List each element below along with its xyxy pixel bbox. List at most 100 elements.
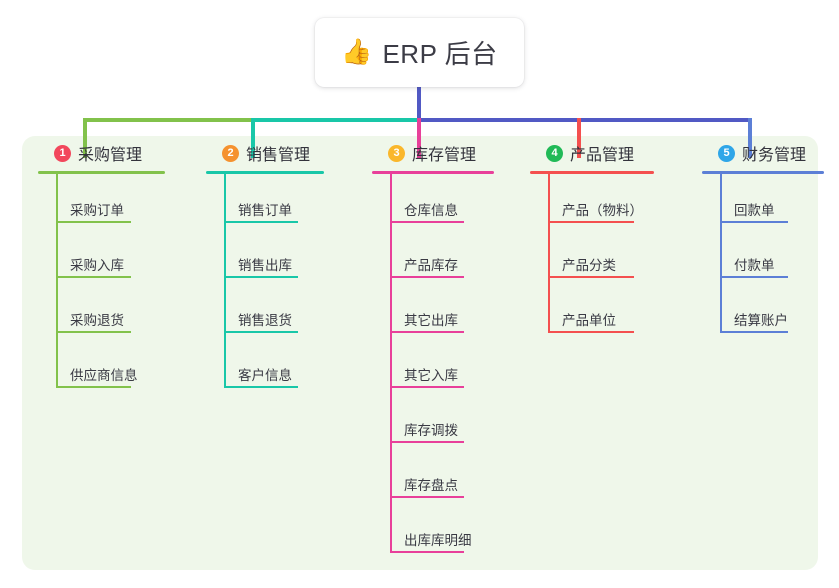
branch-item-underline [224,386,298,388]
branch-item[interactable]: 客户信息 [206,339,356,394]
branch-header[interactable]: 4 产品管理 [530,136,680,170]
branch-title: 库存管理 [412,147,477,164]
branch-item-label: 仓库信息 [404,203,458,218]
branch-item[interactable]: 产品库存 [372,229,522,284]
branch-number-badge: 2 [222,144,239,162]
branch-item-label: 客户信息 [238,368,292,383]
branch-item-label: 产品库存 [404,258,458,273]
branch-item-underline [390,496,464,498]
branch-item[interactable]: 仓库信息 [372,174,522,229]
branch-underline [38,171,165,174]
branch-title: 财务管理 [742,147,807,164]
branch-item[interactable]: 产品单位 [530,284,680,339]
root-node-title: ERP 后台 [382,39,498,69]
branch-column: 1 采购管理采购订单采购入库采购退货供应商信息 [38,136,188,394]
branch-spine [548,174,550,333]
branch-item-label: 回款单 [734,203,775,218]
branch-spine [720,174,722,333]
branch-item-label: 采购入库 [70,258,124,273]
branch-item-label: 销售出库 [238,258,292,273]
branch-item-label: 库存调拨 [404,423,458,438]
branch-header[interactable]: 1 采购管理 [38,136,188,170]
branch-item-underline [720,276,788,278]
branch-item[interactable]: 其它入库 [372,339,522,394]
branch-item[interactable]: 结算账户 [702,284,839,339]
branch-item-underline [56,331,131,333]
branch-title: 产品管理 [570,147,635,164]
branch-item[interactable]: 采购订单 [38,174,188,229]
branch-columns: 1 采购管理采购订单采购入库采购退货供应商信息 2 销售管理销售订单销售出库销售退货客… [22,136,824,570]
branch-item-underline [548,276,634,278]
branch-item-underline [390,221,464,223]
branch-item-underline [720,331,788,333]
branch-title: 销售管理 [246,147,311,164]
branch-item-list: 产品（物料） 产品分类产品单位 [530,174,680,339]
branch-item-label: 销售订单 [238,203,292,218]
branch-item[interactable]: 库存调拨 [372,394,522,449]
branch-column: 4 产品管理产品（物料） 产品分类产品单位 [530,136,680,339]
branch-item-list: 销售订单销售出库销售退货客户信息 [206,174,356,394]
branch-item-underline [224,331,298,333]
branch-item-label: 销售退货 [238,313,292,328]
branch-item[interactable]: 回款单 [702,174,839,229]
branch-item-label: 采购订单 [70,203,124,218]
branch-underline [530,171,654,174]
branch-spine [224,174,226,388]
branch-item[interactable]: 库存盘点 [372,449,522,504]
branch-item-label: 供应商信息 [70,368,138,383]
branch-item-list: 仓库信息产品库存其它出库其它入库库存调拨库存盘点出库库明细 [372,174,522,559]
branch-item-underline [390,551,464,553]
branch-item-label: 产品（物料） [562,203,643,218]
branch-item-underline [548,331,634,333]
branch-title: 采购管理 [78,147,143,164]
branch-item[interactable]: 采购入库 [38,229,188,284]
branch-item-underline [390,386,464,388]
branch-item-underline [548,221,634,223]
branch-item-list: 回款单付款单结算账户 [702,174,839,339]
branch-item-underline [390,441,464,443]
branch-spine [390,174,392,553]
branch-column: 3 库存管理仓库信息产品库存其它出库其它入库库存调拨库存盘点出库库明细 [372,136,522,559]
branch-number-badge: 3 [388,144,405,162]
branch-item[interactable]: 付款单 [702,229,839,284]
branch-item-underline [720,221,788,223]
branch-column: 2 销售管理销售订单销售出库销售退货客户信息 [206,136,356,394]
branch-number-badge: 5 [718,144,735,162]
branch-number-badge: 1 [54,144,71,162]
branch-item-label: 付款单 [734,258,775,273]
branch-column: 5 财务管理回款单付款单结算账户 [702,136,839,339]
branch-item-underline [224,276,298,278]
branch-item[interactable]: 销售出库 [206,229,356,284]
branch-item-label: 其它出库 [404,313,458,328]
branch-item[interactable]: 产品（物料） [530,174,680,229]
branch-item-label: 出库库明细 [404,533,472,548]
branch-item-list: 采购订单采购入库采购退货供应商信息 [38,174,188,394]
root-node[interactable]: 👍 ERP 后台 [315,18,524,87]
branch-item[interactable]: 出库库明细 [372,504,522,559]
branch-item[interactable]: 销售退货 [206,284,356,339]
branch-item-underline [224,221,298,223]
branch-item-underline [56,276,131,278]
branch-underline [702,171,824,174]
branch-item-label: 结算账户 [734,313,788,328]
branch-item[interactable]: 供应商信息 [38,339,188,394]
branch-item-underline [390,276,464,278]
branch-underline [372,171,494,174]
branch-number-badge: 4 [546,144,563,162]
branch-item[interactable]: 采购退货 [38,284,188,339]
branch-header[interactable]: 2 销售管理 [206,136,356,170]
branch-item-label: 库存盘点 [404,478,458,493]
branch-item-underline [56,386,131,388]
thumbs-up-icon: 👍 [341,38,373,66]
branch-header[interactable]: 5 财务管理 [702,136,839,170]
branch-item[interactable]: 销售订单 [206,174,356,229]
branch-item-label: 产品分类 [562,258,616,273]
branch-spine [56,174,58,388]
branch-header[interactable]: 3 库存管理 [372,136,522,170]
branch-underline [206,171,324,174]
branch-item[interactable]: 其它出库 [372,284,522,339]
branch-item-label: 采购退货 [70,313,124,328]
branch-item-label: 其它入库 [404,368,458,383]
branch-item[interactable]: 产品分类 [530,229,680,284]
